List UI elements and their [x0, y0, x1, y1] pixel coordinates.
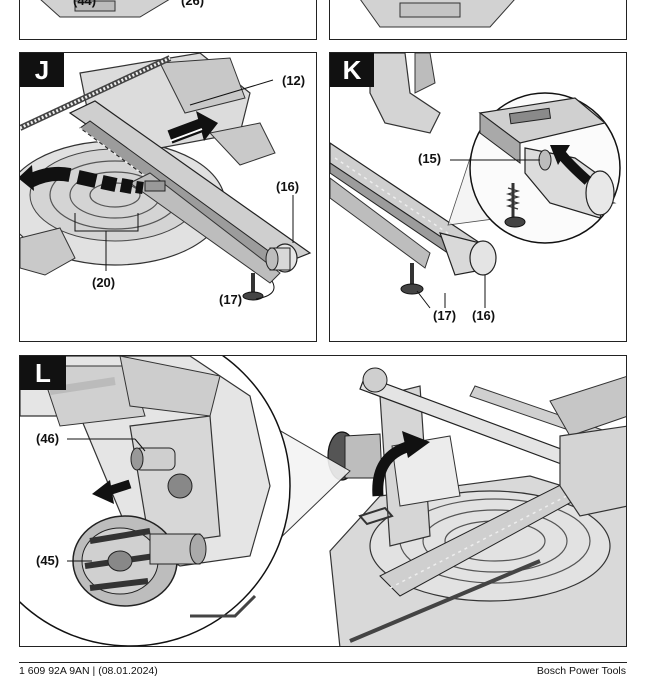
panel-j-letter: J	[20, 53, 64, 87]
callout-26: (26)	[181, 0, 205, 8]
callout-20: (20)	[92, 275, 116, 290]
footer-document-number: 1 609 92A 9AN | (08.01.2024)	[19, 665, 158, 677]
footer-brand: Bosch Power Tools	[536, 665, 626, 677]
callout-16: (16)	[276, 179, 300, 194]
panel-j-illustration	[20, 53, 312, 301]
top-right-partial-illustration	[360, 0, 515, 28]
callout-45: (45)	[36, 553, 60, 568]
panel-j: J (12) (16) (20) (17)	[19, 52, 317, 342]
callout-17: (17)	[219, 292, 243, 307]
panel-l: L (46) (45)	[19, 355, 627, 647]
panel-l-letter: L	[20, 356, 66, 390]
callout-44: (44)	[73, 0, 97, 8]
callout-15: (15)	[418, 151, 442, 166]
top-right-partial-panel	[329, 0, 627, 40]
panel-k: K (15) (17) (16)	[329, 52, 627, 342]
footer-rule	[19, 662, 627, 663]
callout-46: (46)	[36, 431, 60, 446]
panel-k-letter: K	[330, 53, 374, 87]
top-left-partial-panel: (44) (26)	[19, 0, 317, 40]
top-left-partial-illustration	[40, 0, 170, 18]
callout-16-k: (16)	[472, 308, 496, 323]
panel-l-illustration	[20, 356, 626, 646]
panel-k-illustration	[330, 53, 621, 309]
callout-17-k: (17)	[433, 308, 457, 323]
callout-12: (12)	[282, 73, 306, 88]
